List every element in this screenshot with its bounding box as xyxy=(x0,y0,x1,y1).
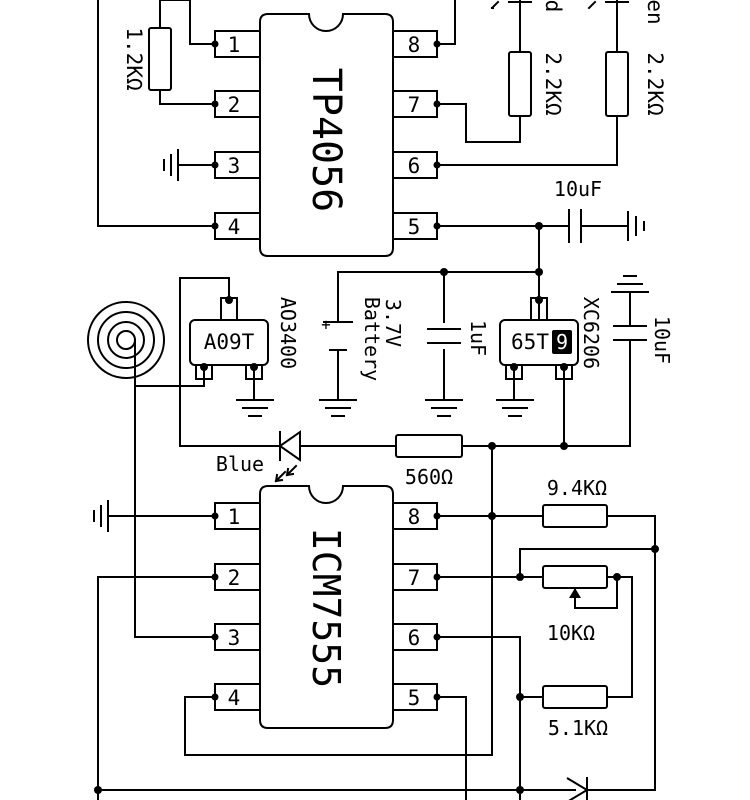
icm7555-pin-8: 8 xyxy=(408,505,421,529)
diode-icon xyxy=(566,777,656,800)
tp4056-section: TP4056 1 2 3 4 5 6 7 8 1.2KΩ 2.2 xyxy=(97,0,667,301)
mosfet-body xyxy=(189,319,269,366)
tp4056-pin3-box xyxy=(214,151,261,179)
icm7555-pin-5: 5 xyxy=(408,686,421,710)
power-section: + 3.7V Battery 1uF 65T 9 xyxy=(87,225,674,638)
capacitor-10uf-top-label: 10uF xyxy=(554,177,602,201)
ground-icon xyxy=(425,399,463,417)
capacitor-10uf-reg xyxy=(611,275,649,341)
tp4056-pin-7: 7 xyxy=(408,93,421,117)
resistor-560-label: 560Ω xyxy=(405,465,453,489)
regulator-part: XC6206 xyxy=(579,297,603,369)
battery-label: Battery xyxy=(360,297,384,381)
resistor-9k4-label: 9.4KΩ xyxy=(547,476,607,500)
capacitor-10uf-top xyxy=(568,209,645,243)
potentiometer-label: 10KΩ xyxy=(547,621,595,645)
led-top-left-label: d xyxy=(541,0,565,12)
icm7555-pin-2: 2 xyxy=(228,566,241,590)
resistor-led1 xyxy=(508,51,532,117)
icm7555-pin-7: 7 xyxy=(408,566,421,590)
mosfet-part: AO3400 xyxy=(276,297,300,369)
tp4056-pin-2: 2 xyxy=(228,93,241,117)
resistor-1k2 xyxy=(148,27,172,91)
led-top-right-icon xyxy=(587,0,629,10)
tp4056-pin-6: 6 xyxy=(408,154,421,178)
icm7555-pin2-box xyxy=(214,563,261,591)
resistor-led2-label: 2.2KΩ xyxy=(643,52,667,115)
regulator-badge-bg xyxy=(552,330,572,354)
resistor-5k1 xyxy=(542,685,608,709)
icm7555-chip xyxy=(259,485,394,729)
tp4056-chip xyxy=(259,13,394,257)
resistor-1k2-label: 1.2KΩ xyxy=(122,27,146,90)
mosfet-marking: A09T xyxy=(204,330,255,354)
regulator-badge: 9 xyxy=(556,330,568,354)
resistor-led2 xyxy=(605,51,629,117)
coil-icon xyxy=(87,301,165,638)
battery-icon xyxy=(323,321,353,351)
resistor-560 xyxy=(395,434,463,458)
icm7555-section: ICM7555 1 2 3 4 5 6 7 8 9.4KΩ xyxy=(93,445,659,800)
capacitor-1uf-label: 1uF xyxy=(466,320,490,356)
ground-icon xyxy=(93,500,109,532)
tp4056-pin-1: 1 xyxy=(228,33,241,57)
blue-led-label: Blue xyxy=(216,452,264,476)
resistor-5k1-label: 5.1KΩ xyxy=(548,716,608,740)
icm7555-pin1-box xyxy=(214,502,261,530)
led-top-right-label: en xyxy=(643,0,667,25)
capacitor-10uf-reg-label: 10uF xyxy=(650,316,674,364)
ground-icon xyxy=(496,399,534,417)
regulator-marking: 65T xyxy=(511,330,549,354)
icm7555-label: ICM7555 xyxy=(304,528,348,688)
tp4056-pin-4: 4 xyxy=(228,215,241,239)
icm7555-pin5-box xyxy=(392,683,438,711)
icm7555-pin-4: 4 xyxy=(228,686,241,710)
tp4056-pin-8: 8 xyxy=(408,33,421,57)
battery-voltage: 3.7V xyxy=(381,299,405,347)
resistor-led1-label: 2.2KΩ xyxy=(541,52,565,115)
tp4056-label: TP4056 xyxy=(303,68,349,213)
tp4056-pin-5: 5 xyxy=(408,215,421,239)
potentiometer xyxy=(542,565,608,598)
icm7555-pin-1: 1 xyxy=(228,505,241,529)
led-top-left-icon xyxy=(490,0,532,10)
ground-icon xyxy=(163,149,179,181)
icm7555-pin3-box xyxy=(214,623,261,651)
icm7555-pin-3: 3 xyxy=(228,626,241,650)
icm7555-pin4-box xyxy=(214,683,261,711)
resistor-9k4 xyxy=(542,504,608,528)
battery-plus: + xyxy=(321,315,331,334)
tp4056-pin-3: 3 xyxy=(228,154,241,178)
ground-icon xyxy=(319,399,357,417)
icm7555-pin-6: 6 xyxy=(408,626,421,650)
capacitor-1uf xyxy=(427,328,461,344)
blue-led-icon xyxy=(274,430,397,483)
ground-icon xyxy=(236,399,274,417)
